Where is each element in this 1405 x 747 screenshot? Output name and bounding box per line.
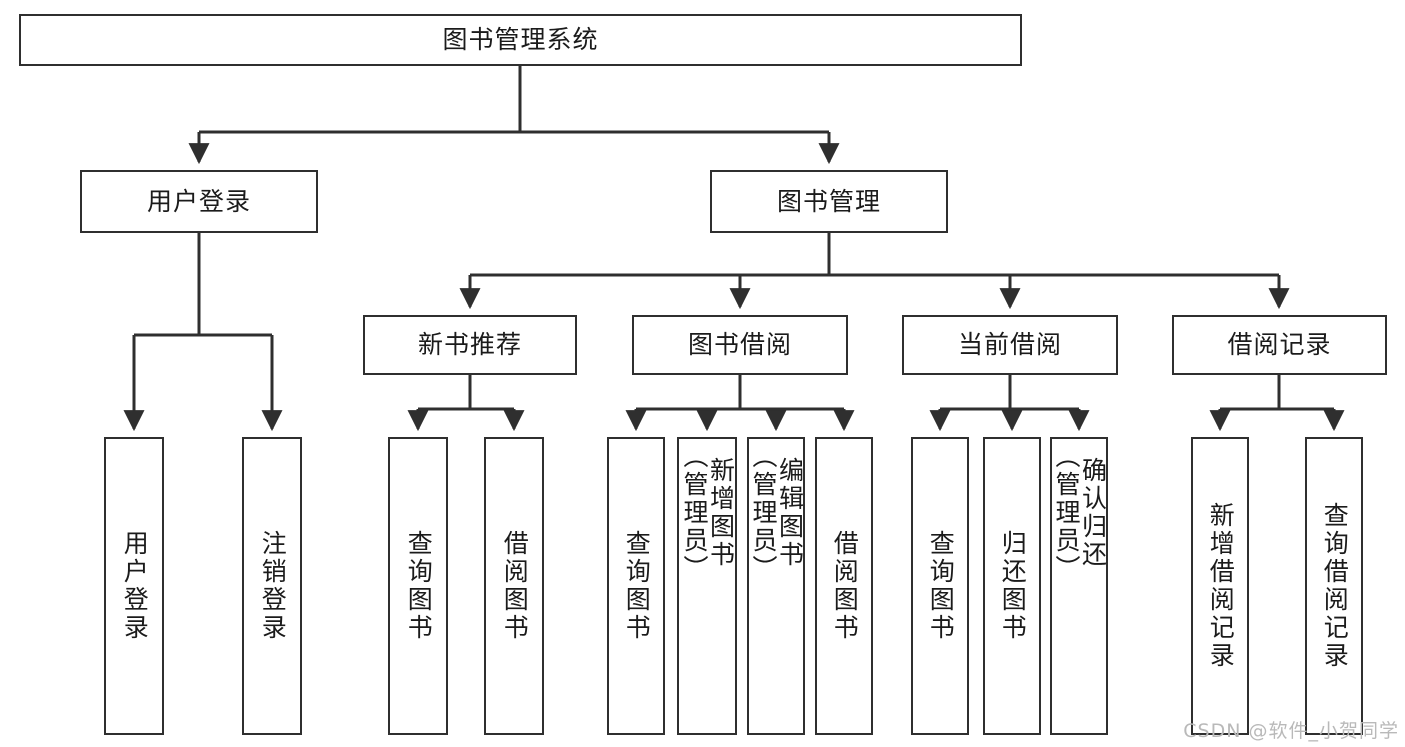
node-label: 查询图书 (622, 530, 652, 642)
node-user-login-group[interactable]: 用户登录 (80, 170, 318, 233)
leaf-add-borrow-record[interactable]: 新增借阅记录 (1191, 437, 1249, 735)
node-label: 新增图书 （管理员） (680, 443, 736, 583)
csdn-watermark: CSDN @软件_小贺同学 (1183, 720, 1399, 742)
node-label: 查询图书 (926, 530, 956, 642)
leaf-confirm-return-admin[interactable]: 确认归还 （管理员） (1050, 437, 1108, 735)
leaf-return-book[interactable]: 归还图书 (983, 437, 1041, 735)
node-label: 确认归还 （管理员） (1052, 443, 1108, 583)
node-book-management-group[interactable]: 图书管理 (710, 170, 948, 233)
node-label: 归还图书 (998, 530, 1028, 642)
leaf-edit-book-admin[interactable]: 编辑图书 （管理员） (747, 437, 805, 735)
leaf-query-book-recommend[interactable]: 查询图书 (388, 437, 448, 735)
node-label: 当前借阅 (957, 330, 1062, 359)
node-label: 用户登录 (120, 530, 150, 642)
node-label: 查询借阅记录 (1320, 502, 1350, 670)
leaf-query-borrow-record[interactable]: 查询借阅记录 (1305, 437, 1363, 735)
node-label: 新书推荐 (417, 330, 522, 359)
node-label: 借阅记录 (1227, 330, 1332, 359)
node-label: 用户登录 (146, 186, 251, 216)
node-label: 查询图书 (404, 530, 434, 642)
node-label: 图书管理 (776, 186, 881, 216)
leaf-borrow-book[interactable]: 借阅图书 (815, 437, 873, 735)
node-label: 图书管理系统 (442, 25, 599, 54)
node-label: 注销登录 (258, 530, 288, 642)
node-label: 新增借阅记录 (1206, 502, 1236, 670)
leaf-logout[interactable]: 注销登录 (242, 437, 302, 735)
leaf-query-book-current[interactable]: 查询图书 (911, 437, 969, 735)
node-borrow-record[interactable]: 借阅记录 (1172, 315, 1387, 375)
node-book-borrow[interactable]: 图书借阅 (632, 315, 848, 375)
node-label: 图书借阅 (687, 330, 792, 359)
leaf-borrow-book-recommend[interactable]: 借阅图书 (484, 437, 544, 735)
node-label: 借阅图书 (500, 530, 530, 642)
leaf-user-login[interactable]: 用户登录 (104, 437, 164, 735)
node-current-borrow[interactable]: 当前借阅 (902, 315, 1118, 375)
leaf-query-book-borrow[interactable]: 查询图书 (607, 437, 665, 735)
leaf-add-book-admin[interactable]: 新增图书 （管理员） (677, 437, 737, 735)
node-label: 借阅图书 (830, 530, 860, 642)
node-label: 编辑图书 （管理员） (749, 443, 805, 583)
node-new-book-recommend[interactable]: 新书推荐 (363, 315, 577, 375)
node-root[interactable]: 图书管理系统 (19, 14, 1022, 66)
